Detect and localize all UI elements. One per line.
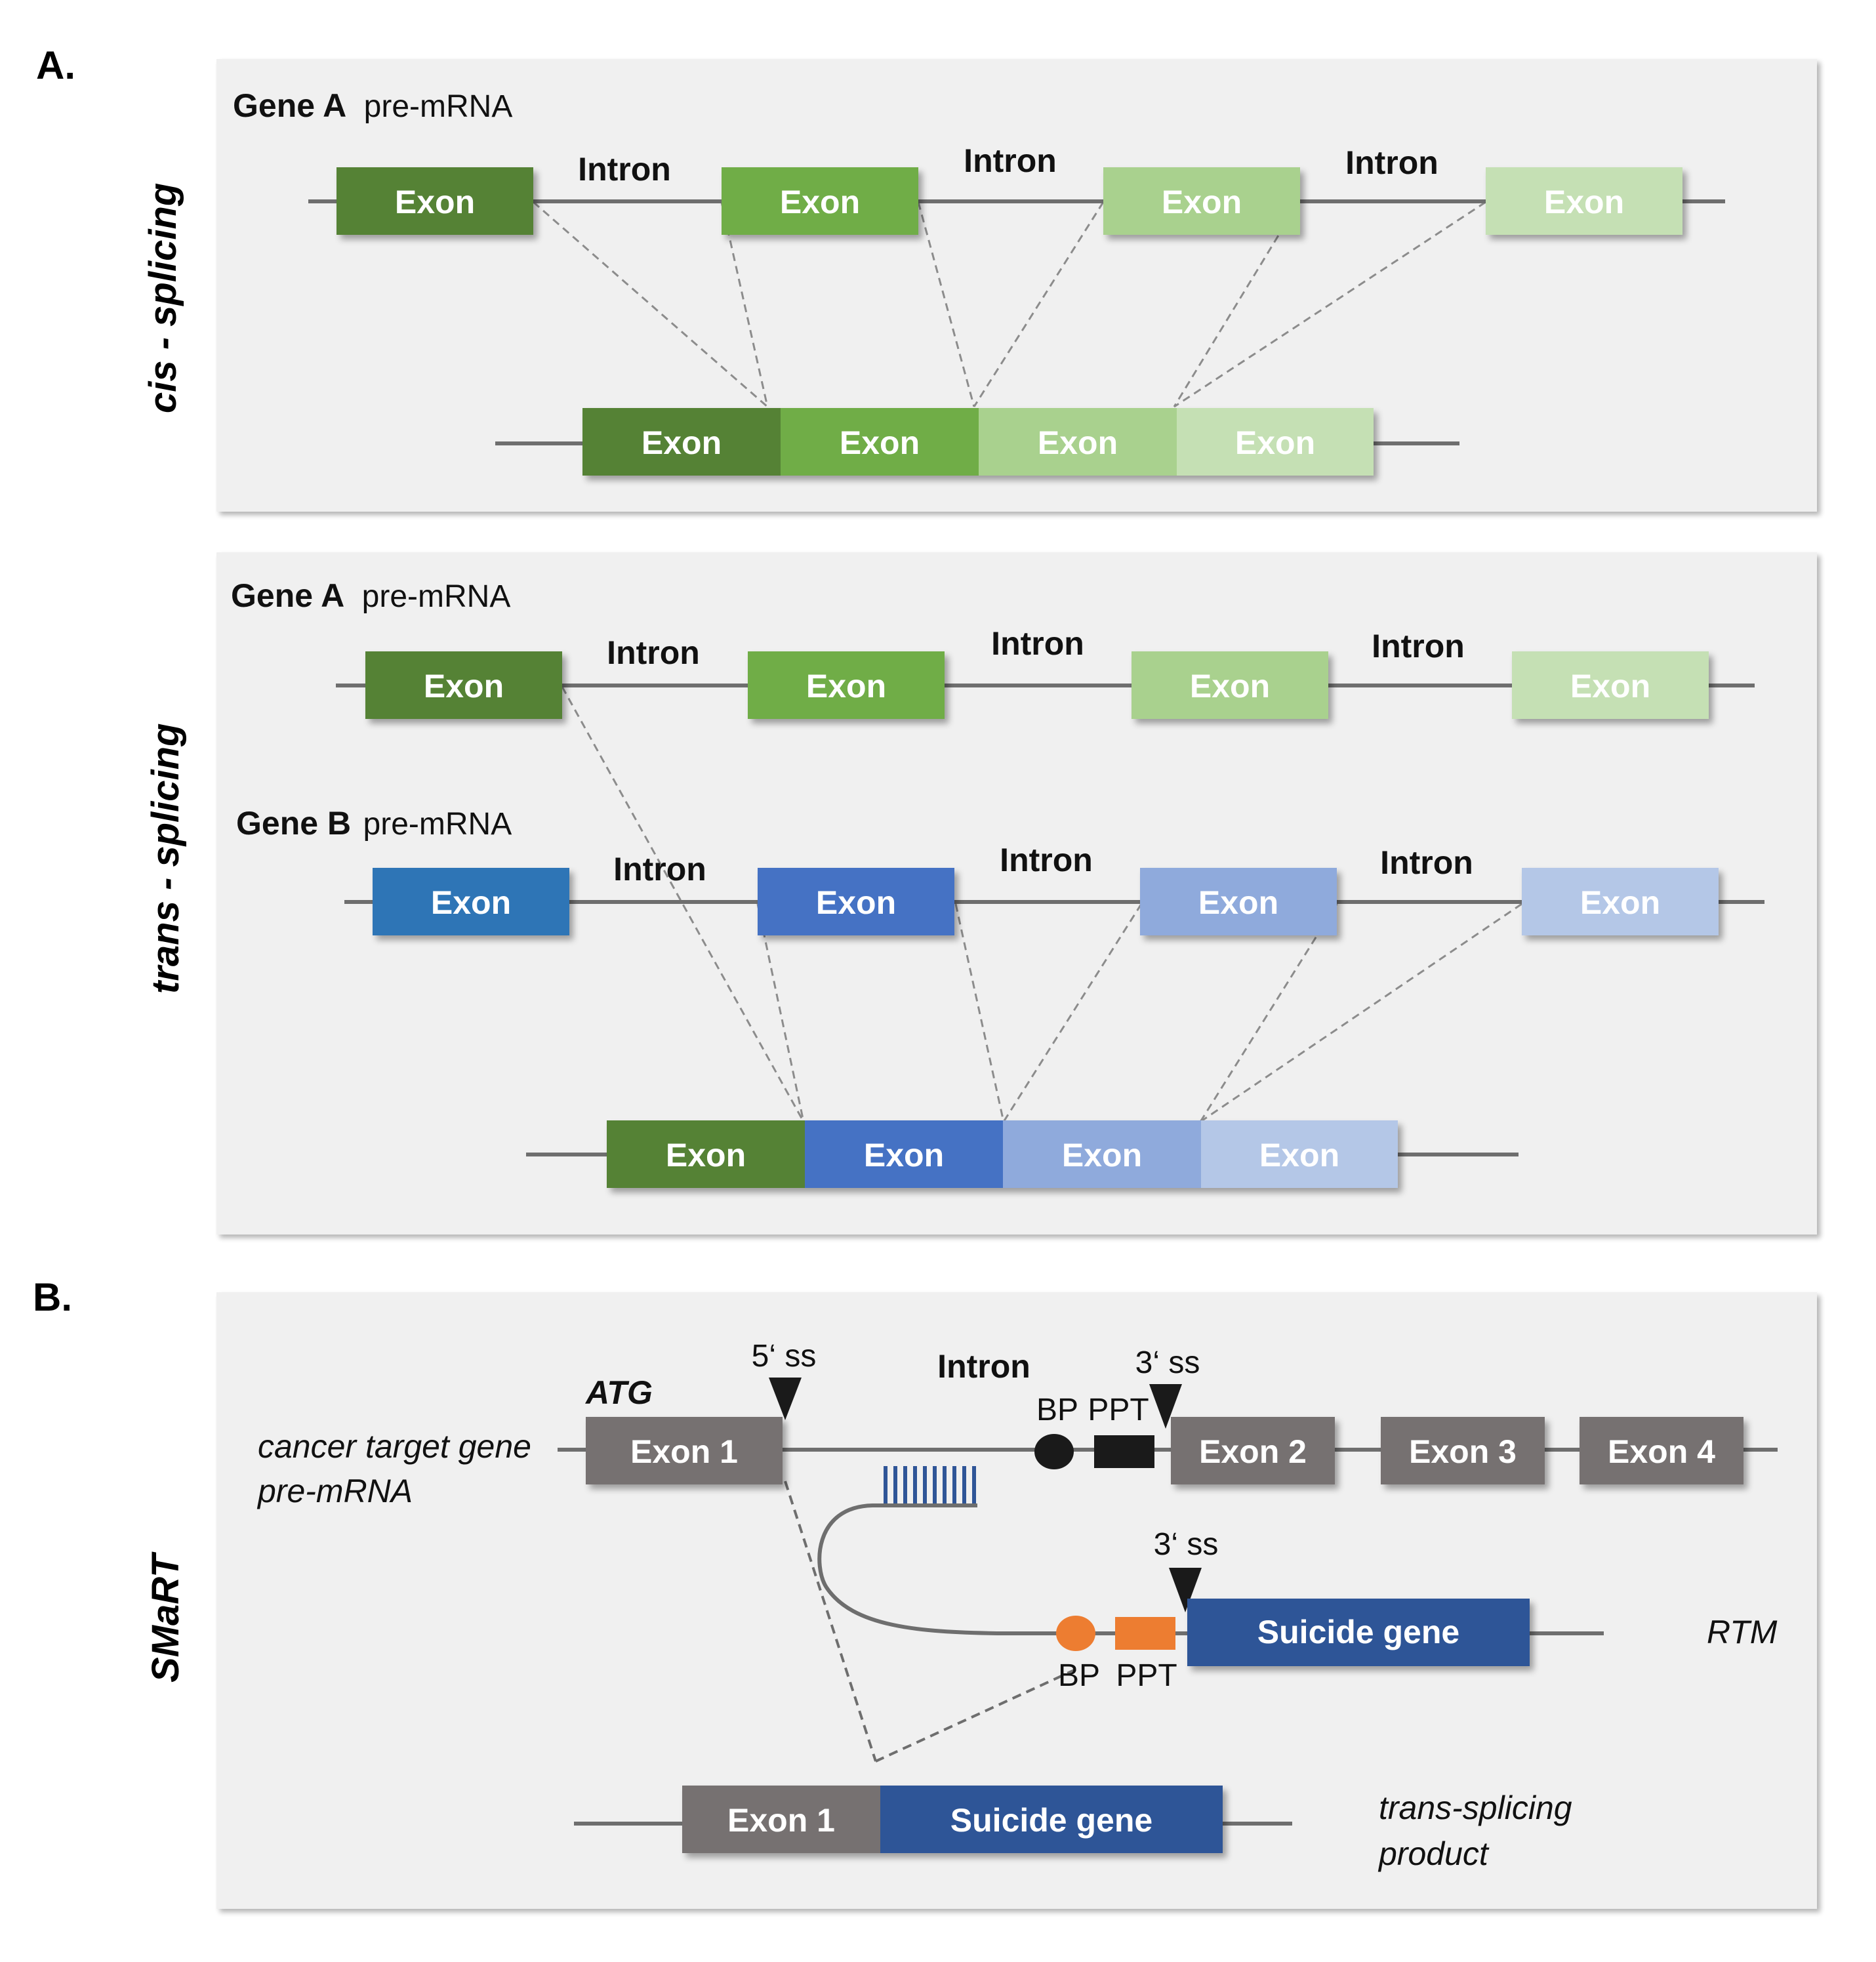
cis-splice-lines xyxy=(533,201,1486,408)
product-exons xyxy=(682,1786,1223,1853)
exon-label: Exon xyxy=(431,884,511,921)
product-label-line1: trans-splicing xyxy=(1379,1789,1572,1826)
product-label-line2: product xyxy=(1377,1835,1490,1872)
exon-label: Exon xyxy=(1544,184,1624,220)
target-exon-2: Exon 2 xyxy=(1171,1417,1335,1484)
intron-label: Intron xyxy=(991,625,1084,662)
cis-exon-4: Exon xyxy=(1486,167,1682,235)
exon-label: Exon xyxy=(1198,884,1278,921)
panel-b-label: B. xyxy=(33,1275,72,1319)
exon-label: Exon xyxy=(424,668,504,705)
cis-exon-1: Exon xyxy=(336,167,533,235)
trans-mature-mrna xyxy=(607,1120,1398,1188)
suicide-gene-label: Suicide gene xyxy=(1257,1614,1459,1650)
trans-splice-lines xyxy=(561,686,1522,1123)
cis-gene-a-title: Gene A pre-mRNA xyxy=(233,87,512,124)
rtm-label: RTM xyxy=(1707,1614,1778,1650)
bp-top-label: BP xyxy=(1036,1393,1078,1427)
ppt-bottom-box xyxy=(1115,1617,1175,1650)
exon-label: Exon xyxy=(1038,424,1118,461)
target-gene-label-line2: pre-mRNA xyxy=(256,1473,413,1509)
exon-label: Exon xyxy=(1190,668,1270,705)
three-prime-ss-rtm-triangle-icon xyxy=(1169,1568,1202,1612)
exon-label: Exon xyxy=(1062,1137,1142,1174)
trans-gene-b-exon-3: Exon xyxy=(1140,868,1337,935)
trans-gene-b-exon-1: Exon xyxy=(373,868,569,935)
exon-label: Exon xyxy=(1259,1137,1339,1174)
trans-gene-a-exon-3: Exon xyxy=(1132,651,1328,719)
intron-label: Intron xyxy=(1372,628,1465,664)
exon-label: Exon xyxy=(864,1137,944,1174)
bp-top-dot xyxy=(1034,1434,1074,1469)
trans-gene-b-exon-4: Exon xyxy=(1522,868,1719,935)
smart-splice-lines xyxy=(784,1481,1076,1763)
trans-side-label: trans - splicing xyxy=(144,723,187,994)
exon-label: Exon xyxy=(642,424,722,461)
trans-gene-b-title: Gene B pre-mRNA xyxy=(236,805,512,842)
intron-label: Intron xyxy=(578,151,671,188)
intron-label: Intron xyxy=(964,142,1057,179)
cis-splicing-panel: cis - splicing Gene A pre-mRNA Exon Intr… xyxy=(142,59,1817,512)
three-prime-ss-target-label: 3‘ ss xyxy=(1135,1345,1200,1380)
intron-label: Intron xyxy=(613,851,706,888)
exon-label: Exon xyxy=(1570,668,1650,705)
smart-side-label: SMaRT xyxy=(144,1551,187,1683)
panel-a-label: A. xyxy=(36,43,75,87)
exon-label: Exon xyxy=(780,184,860,220)
five-prime-ss-label: 5‘ ss xyxy=(752,1339,817,1374)
exon-label: Exon xyxy=(1580,884,1660,921)
exon-label: Exon xyxy=(1235,424,1315,461)
trans-splicing-panel: trans - splicing Gene A pre-mRNA Exon In… xyxy=(144,552,1817,1235)
trans-gene-b-exon-2: Exon xyxy=(758,868,954,935)
exon-label: Exon xyxy=(816,884,896,921)
trans-gene-a-exon-1: Exon xyxy=(365,651,562,719)
exon-4-label: Exon 4 xyxy=(1608,1433,1715,1470)
rtm-binding-domain-icon xyxy=(884,1466,976,1503)
atg-label: ATG xyxy=(584,1374,653,1411)
smart-panel: SMaRT cancer target gene pre-mRNA ATG Ex… xyxy=(144,1292,1817,1909)
intron-label: Intron xyxy=(937,1348,1030,1385)
product-exon-1-label: Exon 1 xyxy=(727,1802,835,1839)
trans-gene-a-exon-2: Exon xyxy=(748,651,945,719)
exon-label: Exon xyxy=(395,184,475,220)
rtm-suicide-gene: Suicide gene xyxy=(1187,1599,1530,1666)
trans-gene-a-exon-4: Exon xyxy=(1512,651,1709,719)
rtm-backbone xyxy=(817,1503,1604,1635)
ppt-top-label: PPT xyxy=(1088,1393,1149,1427)
target-gene-label-line1: cancer target gene xyxy=(258,1428,531,1465)
intron-label: Intron xyxy=(1380,844,1473,881)
exon-label: Exon xyxy=(1162,184,1242,220)
exon-label: Exon xyxy=(840,424,920,461)
cis-side-label: cis - splicing xyxy=(142,183,184,413)
target-exon-4: Exon 4 xyxy=(1580,1417,1743,1484)
ppt-bottom-label: PPT xyxy=(1116,1658,1177,1693)
product-suicide-gene-label: Suicide gene xyxy=(950,1802,1152,1839)
target-exon-3: Exon 3 xyxy=(1381,1417,1545,1484)
intron-label: Intron xyxy=(607,634,700,671)
exon-3-label: Exon 3 xyxy=(1409,1433,1517,1470)
exon-2-label: Exon 2 xyxy=(1199,1433,1307,1470)
cis-mature-mrna xyxy=(582,408,1374,476)
intron-label: Intron xyxy=(1000,842,1093,878)
bp-bottom-label: BP xyxy=(1058,1658,1100,1693)
trans-gene-a-title: Gene A pre-mRNA xyxy=(231,577,510,614)
five-prime-ss-triangle-icon xyxy=(769,1378,802,1420)
intron-label: Intron xyxy=(1345,144,1438,181)
cis-exon-3: Exon xyxy=(1103,167,1300,235)
exon-1-label: Exon 1 xyxy=(630,1433,738,1470)
exon-label: Exon xyxy=(666,1137,746,1174)
cis-exon-2: Exon xyxy=(722,167,918,235)
three-prime-ss-rtm-label: 3‘ ss xyxy=(1154,1527,1219,1562)
ppt-top-box xyxy=(1094,1435,1154,1468)
target-exon-1: Exon 1 xyxy=(586,1417,783,1484)
bp-bottom-dot xyxy=(1056,1616,1095,1651)
three-prime-ss-target-triangle-icon xyxy=(1149,1384,1182,1429)
exon-label: Exon xyxy=(806,668,886,705)
